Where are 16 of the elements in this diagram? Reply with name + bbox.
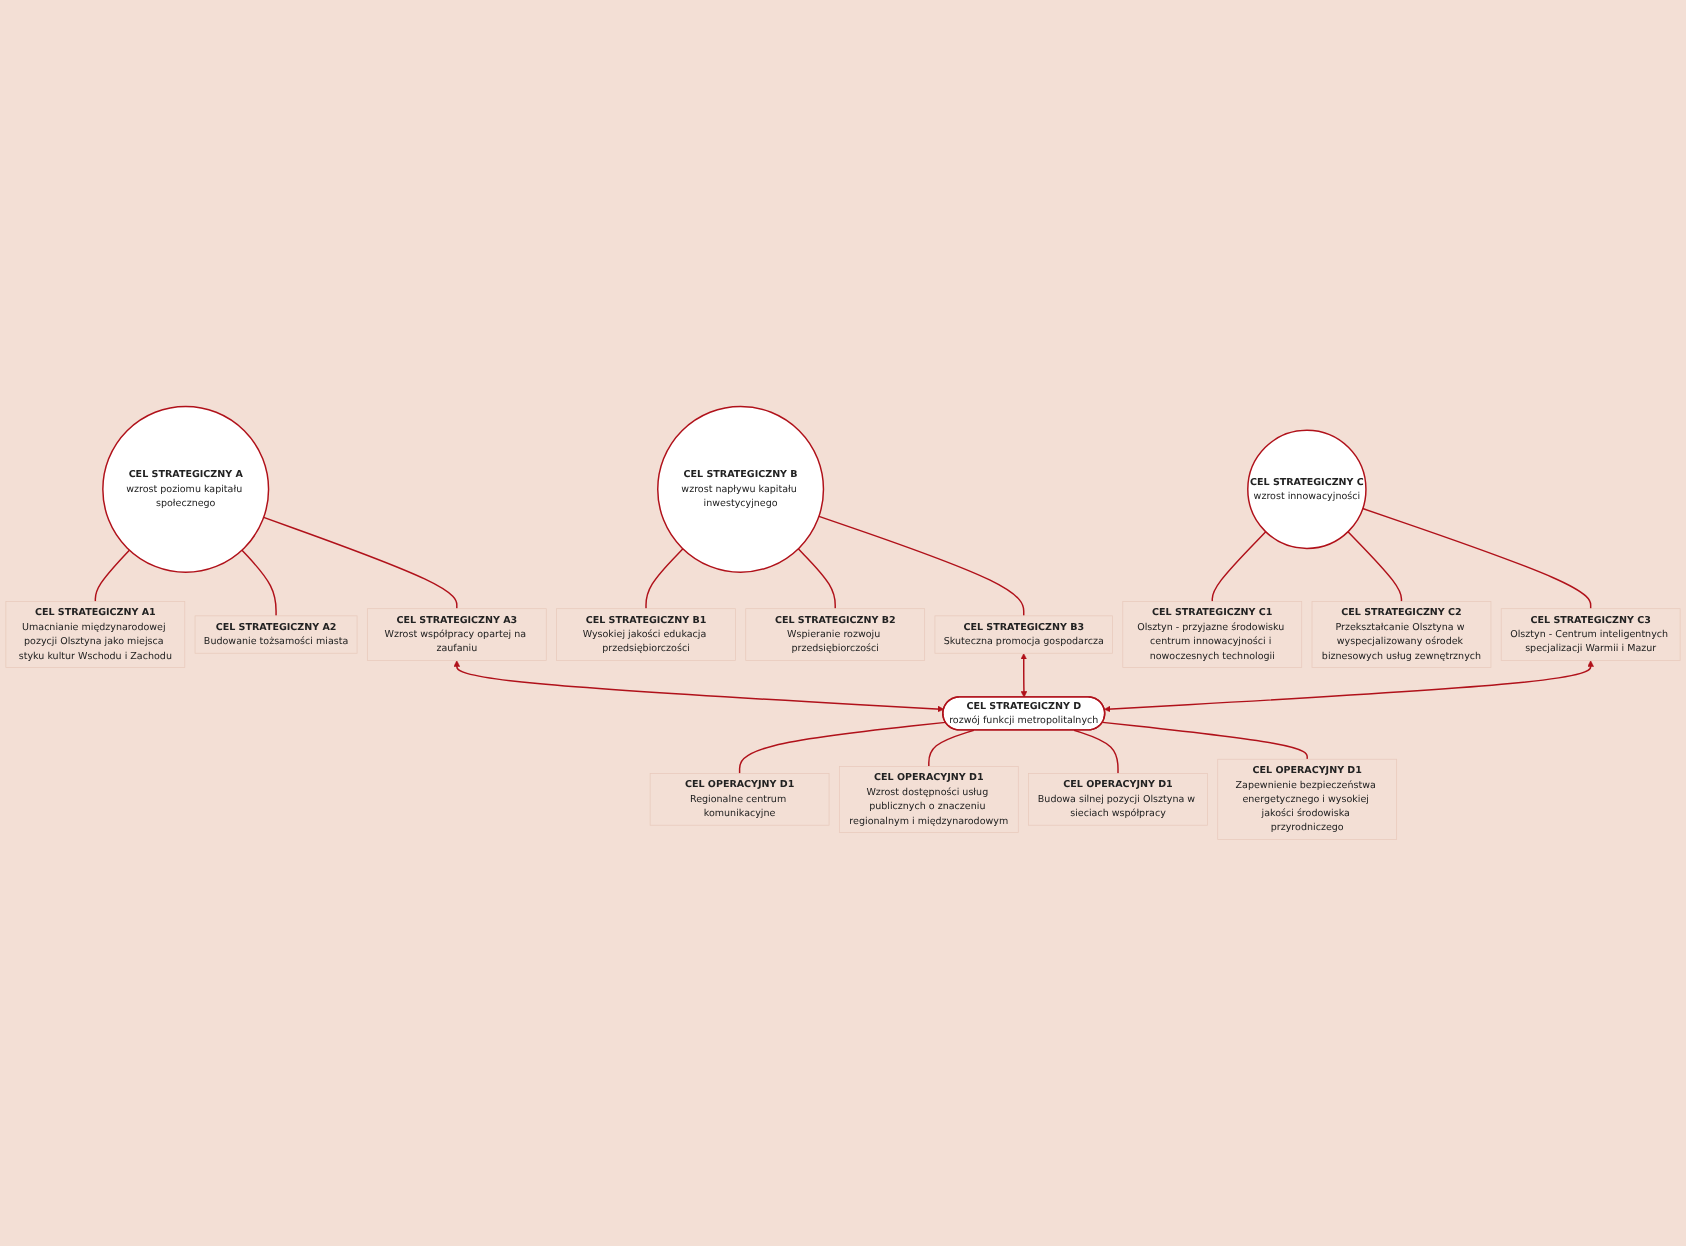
connector	[1101, 721, 1308, 760]
connector	[1073, 729, 1119, 775]
connector	[1211, 531, 1267, 603]
connector	[645, 548, 684, 610]
arrow	[1104, 660, 1594, 713]
connector	[928, 729, 975, 768]
connector	[262, 516, 458, 610]
connector	[1347, 531, 1403, 603]
connector	[94, 549, 131, 603]
connector	[241, 549, 277, 617]
connector	[738, 721, 947, 775]
arrow	[1020, 653, 1028, 698]
connector	[818, 515, 1025, 617]
connector	[1362, 507, 1592, 610]
connector	[797, 548, 836, 610]
arrow	[453, 660, 945, 713]
